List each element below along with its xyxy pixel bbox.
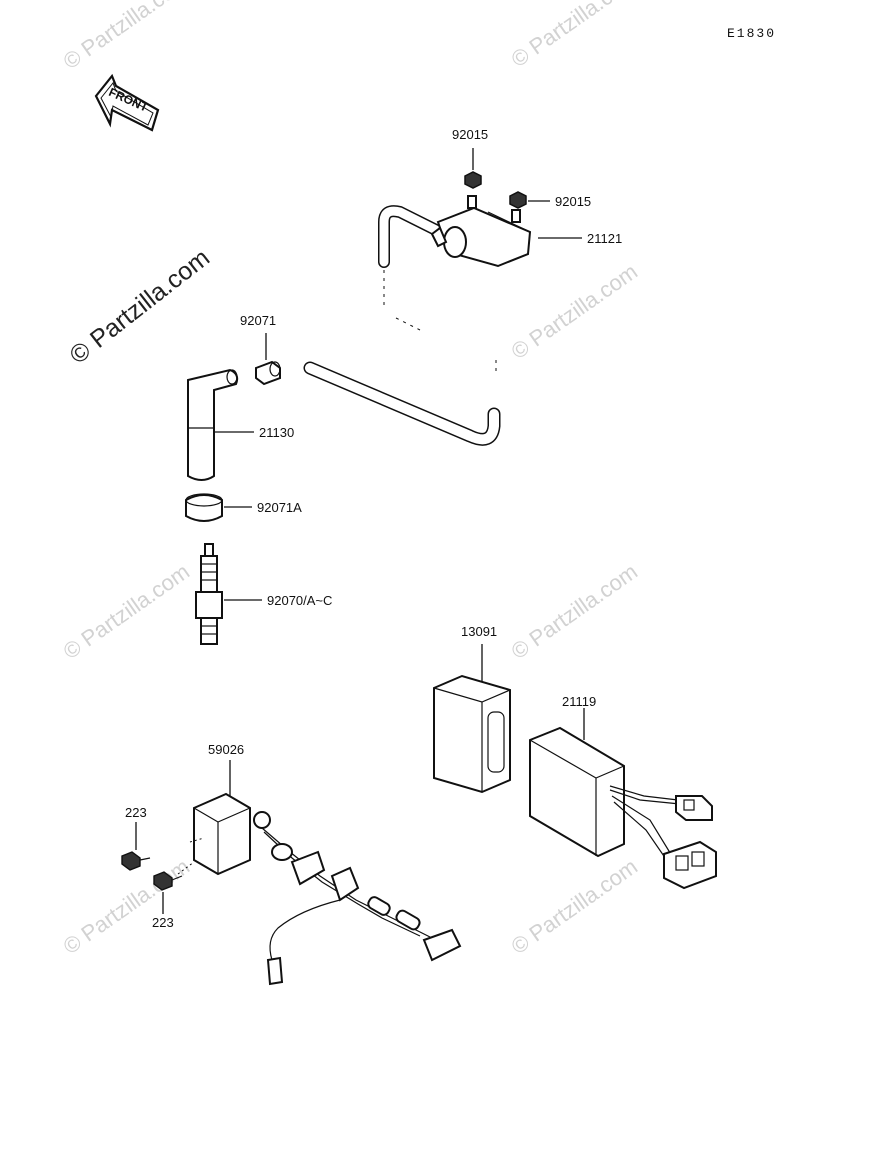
watermark-5: © Partzilla.com <box>507 559 643 664</box>
screw-223-top: 223 <box>121 805 151 871</box>
watermark-text: Partzilla.com <box>77 0 194 61</box>
label-92071: 92071 <box>240 313 276 328</box>
watermark-4: © Partzilla.com <box>59 559 195 664</box>
label-92071A: 92071A <box>257 500 302 515</box>
watermark-main-text: Partzilla.com <box>85 244 215 354</box>
label-92015-right: 92015 <box>555 194 591 209</box>
ignition-coil-21121 <box>378 195 532 372</box>
diagram-code: E1830 <box>727 26 776 41</box>
label-223-top: 223 <box>125 805 147 820</box>
nut-92015-right: 92015 <box>509 191 591 209</box>
front-arrow-icon: FRONT <box>94 73 160 132</box>
regulator-13091: 13091 <box>433 624 511 794</box>
watermark-main: © Partzilla.com <box>64 244 214 370</box>
label-13091: 13091 <box>461 624 497 639</box>
watermark-2: © Partzilla.com <box>507 0 643 72</box>
watermark-text: Partzilla.com <box>525 259 642 352</box>
label-21119: 21119 <box>562 694 596 709</box>
cap-92071: 92071 <box>240 313 281 386</box>
label-223-bottom: 223 <box>152 915 174 930</box>
label-59026: 59026 <box>208 742 244 757</box>
watermark-text: Partzilla.com <box>77 559 194 652</box>
watermark-1: © Partzilla.com <box>59 0 195 74</box>
label-92070: 92070/A~C <box>267 593 332 608</box>
high-tension-cable <box>303 361 501 446</box>
nut-92015-top: 92015 <box>452 127 488 189</box>
plug-cap-21130: 21130 <box>187 368 294 481</box>
watermark-7: © Partzilla.com <box>507 854 643 959</box>
screw-223-bottom: 223 <box>152 871 183 930</box>
watermark-text: Partzilla.com <box>525 854 642 947</box>
cap-seal-92071A: 92071A <box>185 493 302 522</box>
igniter-21119: 21119 <box>529 694 717 890</box>
spark-plug-92070: 92070/A~C <box>195 543 332 645</box>
label-92015-top: 92015 <box>452 127 488 142</box>
label-21121: 21121 <box>587 231 622 246</box>
watermark-3: © Partzilla.com <box>507 259 643 364</box>
watermark-6: © Partzilla.com <box>59 854 195 959</box>
watermark-text: Partzilla.com <box>525 0 642 59</box>
watermark-text: Partzilla.com <box>525 559 642 652</box>
label-21130: 21130 <box>259 425 294 440</box>
pickup-coil-59026: 59026 <box>177 742 462 986</box>
